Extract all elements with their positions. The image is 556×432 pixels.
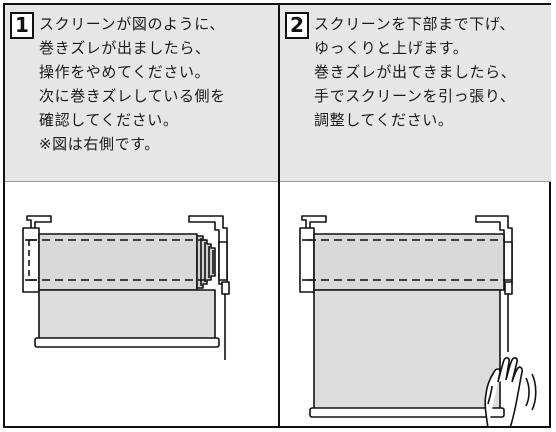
step-1-number-badge: 1 (10, 12, 34, 39)
step-1-instructions: スクリーンが図のように、 巻きズレが出ましたら、 操作をやめてください。 次に巻… (39, 12, 272, 156)
step-1-line: ※図は右側です。 (39, 135, 160, 153)
step-1-line: 確認してください。 (39, 111, 179, 129)
left-end-cap (22, 227, 40, 293)
step-2-line: 巻きズレが出てきましたら、 (314, 63, 517, 81)
step-1-line: 巻きズレが出ましたら、 (39, 39, 211, 57)
step-1-line: 操作をやめてください。 (39, 63, 211, 81)
bottom-bar (34, 337, 220, 348)
screen-fabric (38, 289, 216, 341)
step-2-column: 2 スクリーンを下部まで下げ、 ゆっくりと上げます。 巻きズレが出てきましたら、… (280, 5, 551, 428)
step-1-line: 次に巻きズレしている側を (39, 87, 226, 105)
step-2-line: スクリーンを下部まで下げ、 (314, 15, 516, 33)
left-end-cap (299, 227, 315, 293)
roller-tube (38, 233, 198, 291)
motion-lines (525, 377, 530, 407)
hand-icon (484, 357, 523, 428)
step-2-header: 2 スクリーンを下部まで下げ、 ゆっくりと上げます。 巻きズレが出てきましたら、… (280, 5, 551, 182)
step-2-line: 手でスクリーンを引っ張り、 (314, 87, 516, 105)
step-2-line: 調整してください。 (314, 111, 454, 129)
bottom-bar (309, 407, 505, 418)
step-2-instructions: スクリーンを下部まで下げ、 ゆっくりと上げます。 巻きズレが出てきましたら、 手… (314, 12, 545, 132)
screen-fabric (313, 289, 501, 411)
step-1-header: 1 スクリーンが図のように、 巻きズレが出ましたら、 操作をやめてください。 次… (5, 5, 278, 182)
step-1-column: 1 スクリーンが図のように、 巻きズレが出ましたら、 操作をやめてください。 次… (5, 5, 280, 426)
roller-tube (313, 233, 505, 291)
roll-screen-hand-pull-illustration (280, 182, 551, 428)
step-2-line: ゆっくりと上げます。 (314, 39, 469, 57)
step-2-number-badge: 2 (285, 12, 309, 39)
instruction-panel: 1 スクリーンが図のように、 巻きズレが出ましたら、 操作をやめてください。 次… (3, 3, 551, 428)
roll-screen-misaligned-illustration (5, 182, 278, 426)
step-1-line: スクリーンが図のように、 (39, 15, 226, 33)
